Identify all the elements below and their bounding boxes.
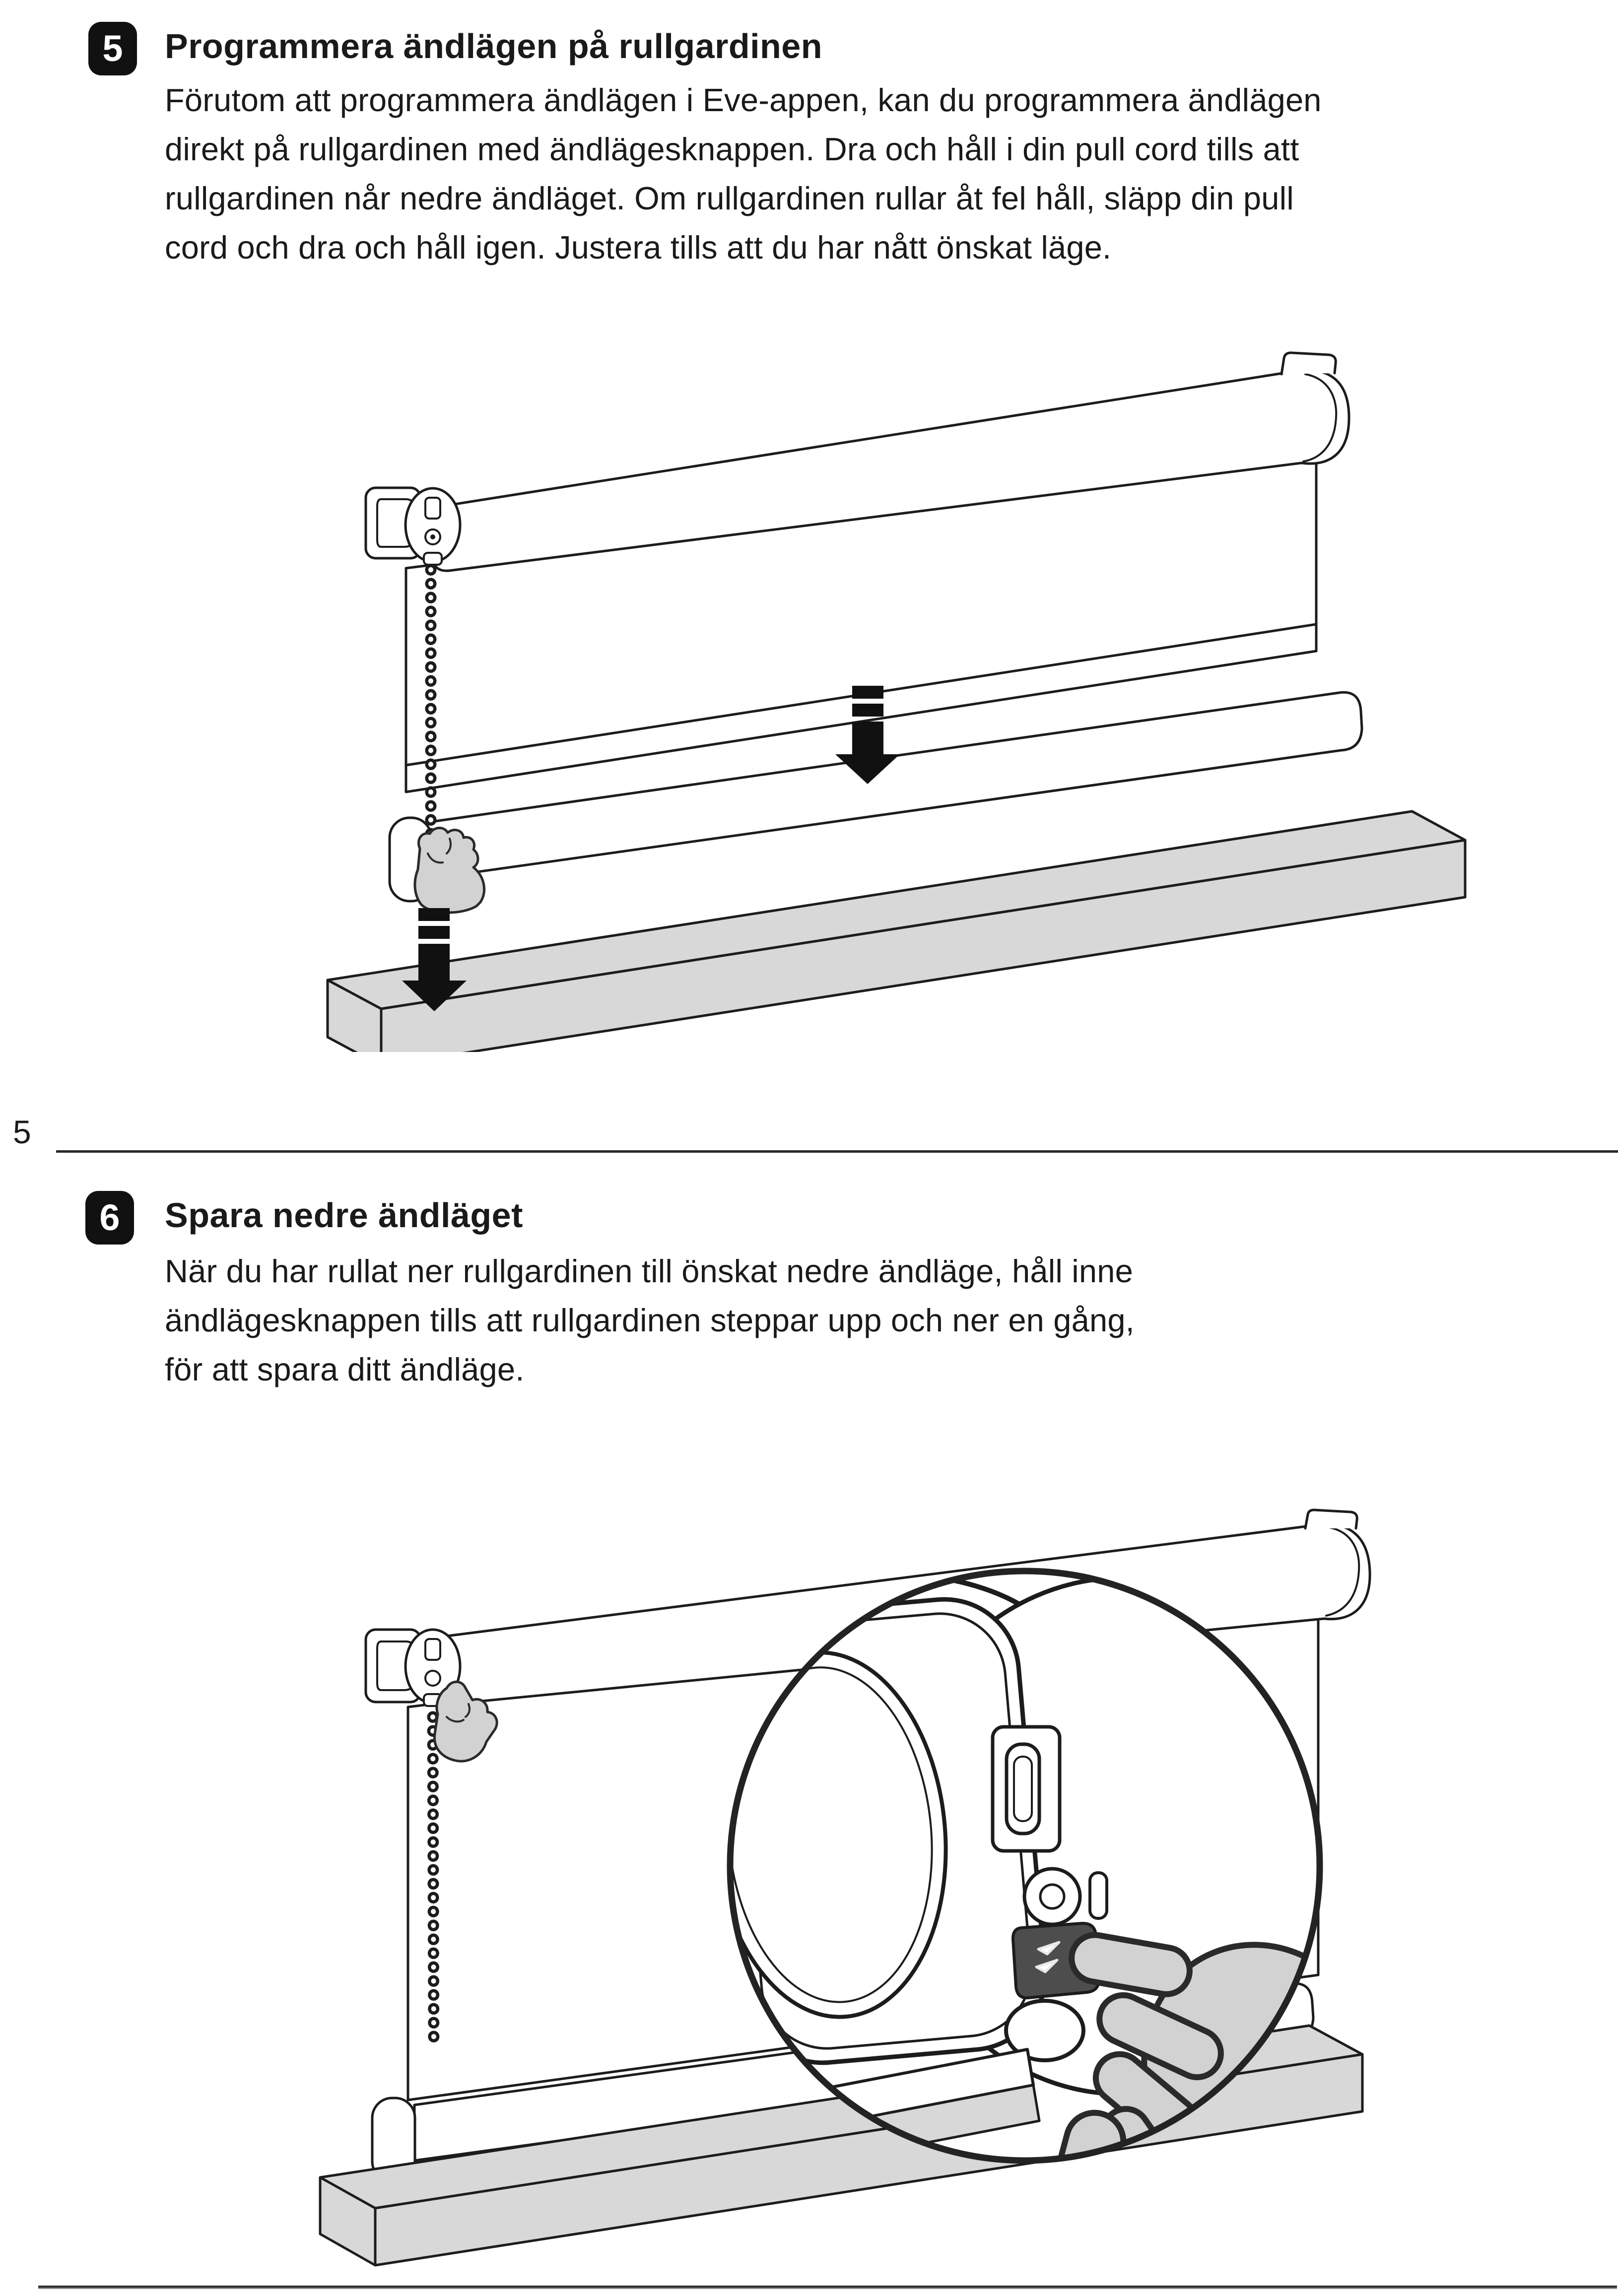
hand-icon bbox=[413, 827, 485, 914]
page-number: 5 bbox=[13, 1114, 31, 1150]
magnified-motor-head bbox=[730, 1571, 1320, 2161]
chain-guide bbox=[1004, 1999, 1085, 2062]
step-5-title: Programmera ändlägen på rullgardinen bbox=[165, 27, 822, 66]
motor-head bbox=[364, 486, 462, 566]
step-6-badge: 6 bbox=[85, 1191, 134, 1245]
motor-head bbox=[364, 1628, 462, 1707]
step-6-title: Spara nedre ändläget bbox=[165, 1196, 523, 1235]
led-indicator bbox=[1022, 1867, 1108, 1926]
roller-tube bbox=[431, 351, 1350, 572]
down-arrow-icon-small bbox=[402, 908, 467, 1011]
window-sill bbox=[326, 810, 1467, 1052]
step-6-body: När du har rullat ner rullgardinen till … bbox=[165, 1253, 1135, 1387]
step-5-badge: 5 bbox=[88, 22, 137, 75]
illustration-pull-cord bbox=[298, 342, 1489, 1052]
section-divider bbox=[56, 1150, 1618, 1153]
page-bottom-divider bbox=[38, 2286, 1617, 2289]
roller-blind-drawing bbox=[326, 351, 1467, 1052]
pull-cord-chain bbox=[427, 1711, 440, 2055]
illustration-end-position-button bbox=[298, 1509, 1489, 2283]
down-arrow-icon bbox=[835, 686, 900, 784]
step-5-body: Förutom att programmera ändlägen i Eve-a… bbox=[165, 82, 1322, 265]
roller-blind-lowered-drawing bbox=[319, 1509, 1371, 2267]
tube-end-bracket bbox=[1304, 1509, 1358, 1530]
hand-icon-small bbox=[433, 1680, 498, 1763]
charging-port bbox=[991, 1725, 1062, 1853]
tube-end-bracket bbox=[1280, 351, 1337, 376]
magnifier-circle bbox=[727, 1568, 1323, 2164]
